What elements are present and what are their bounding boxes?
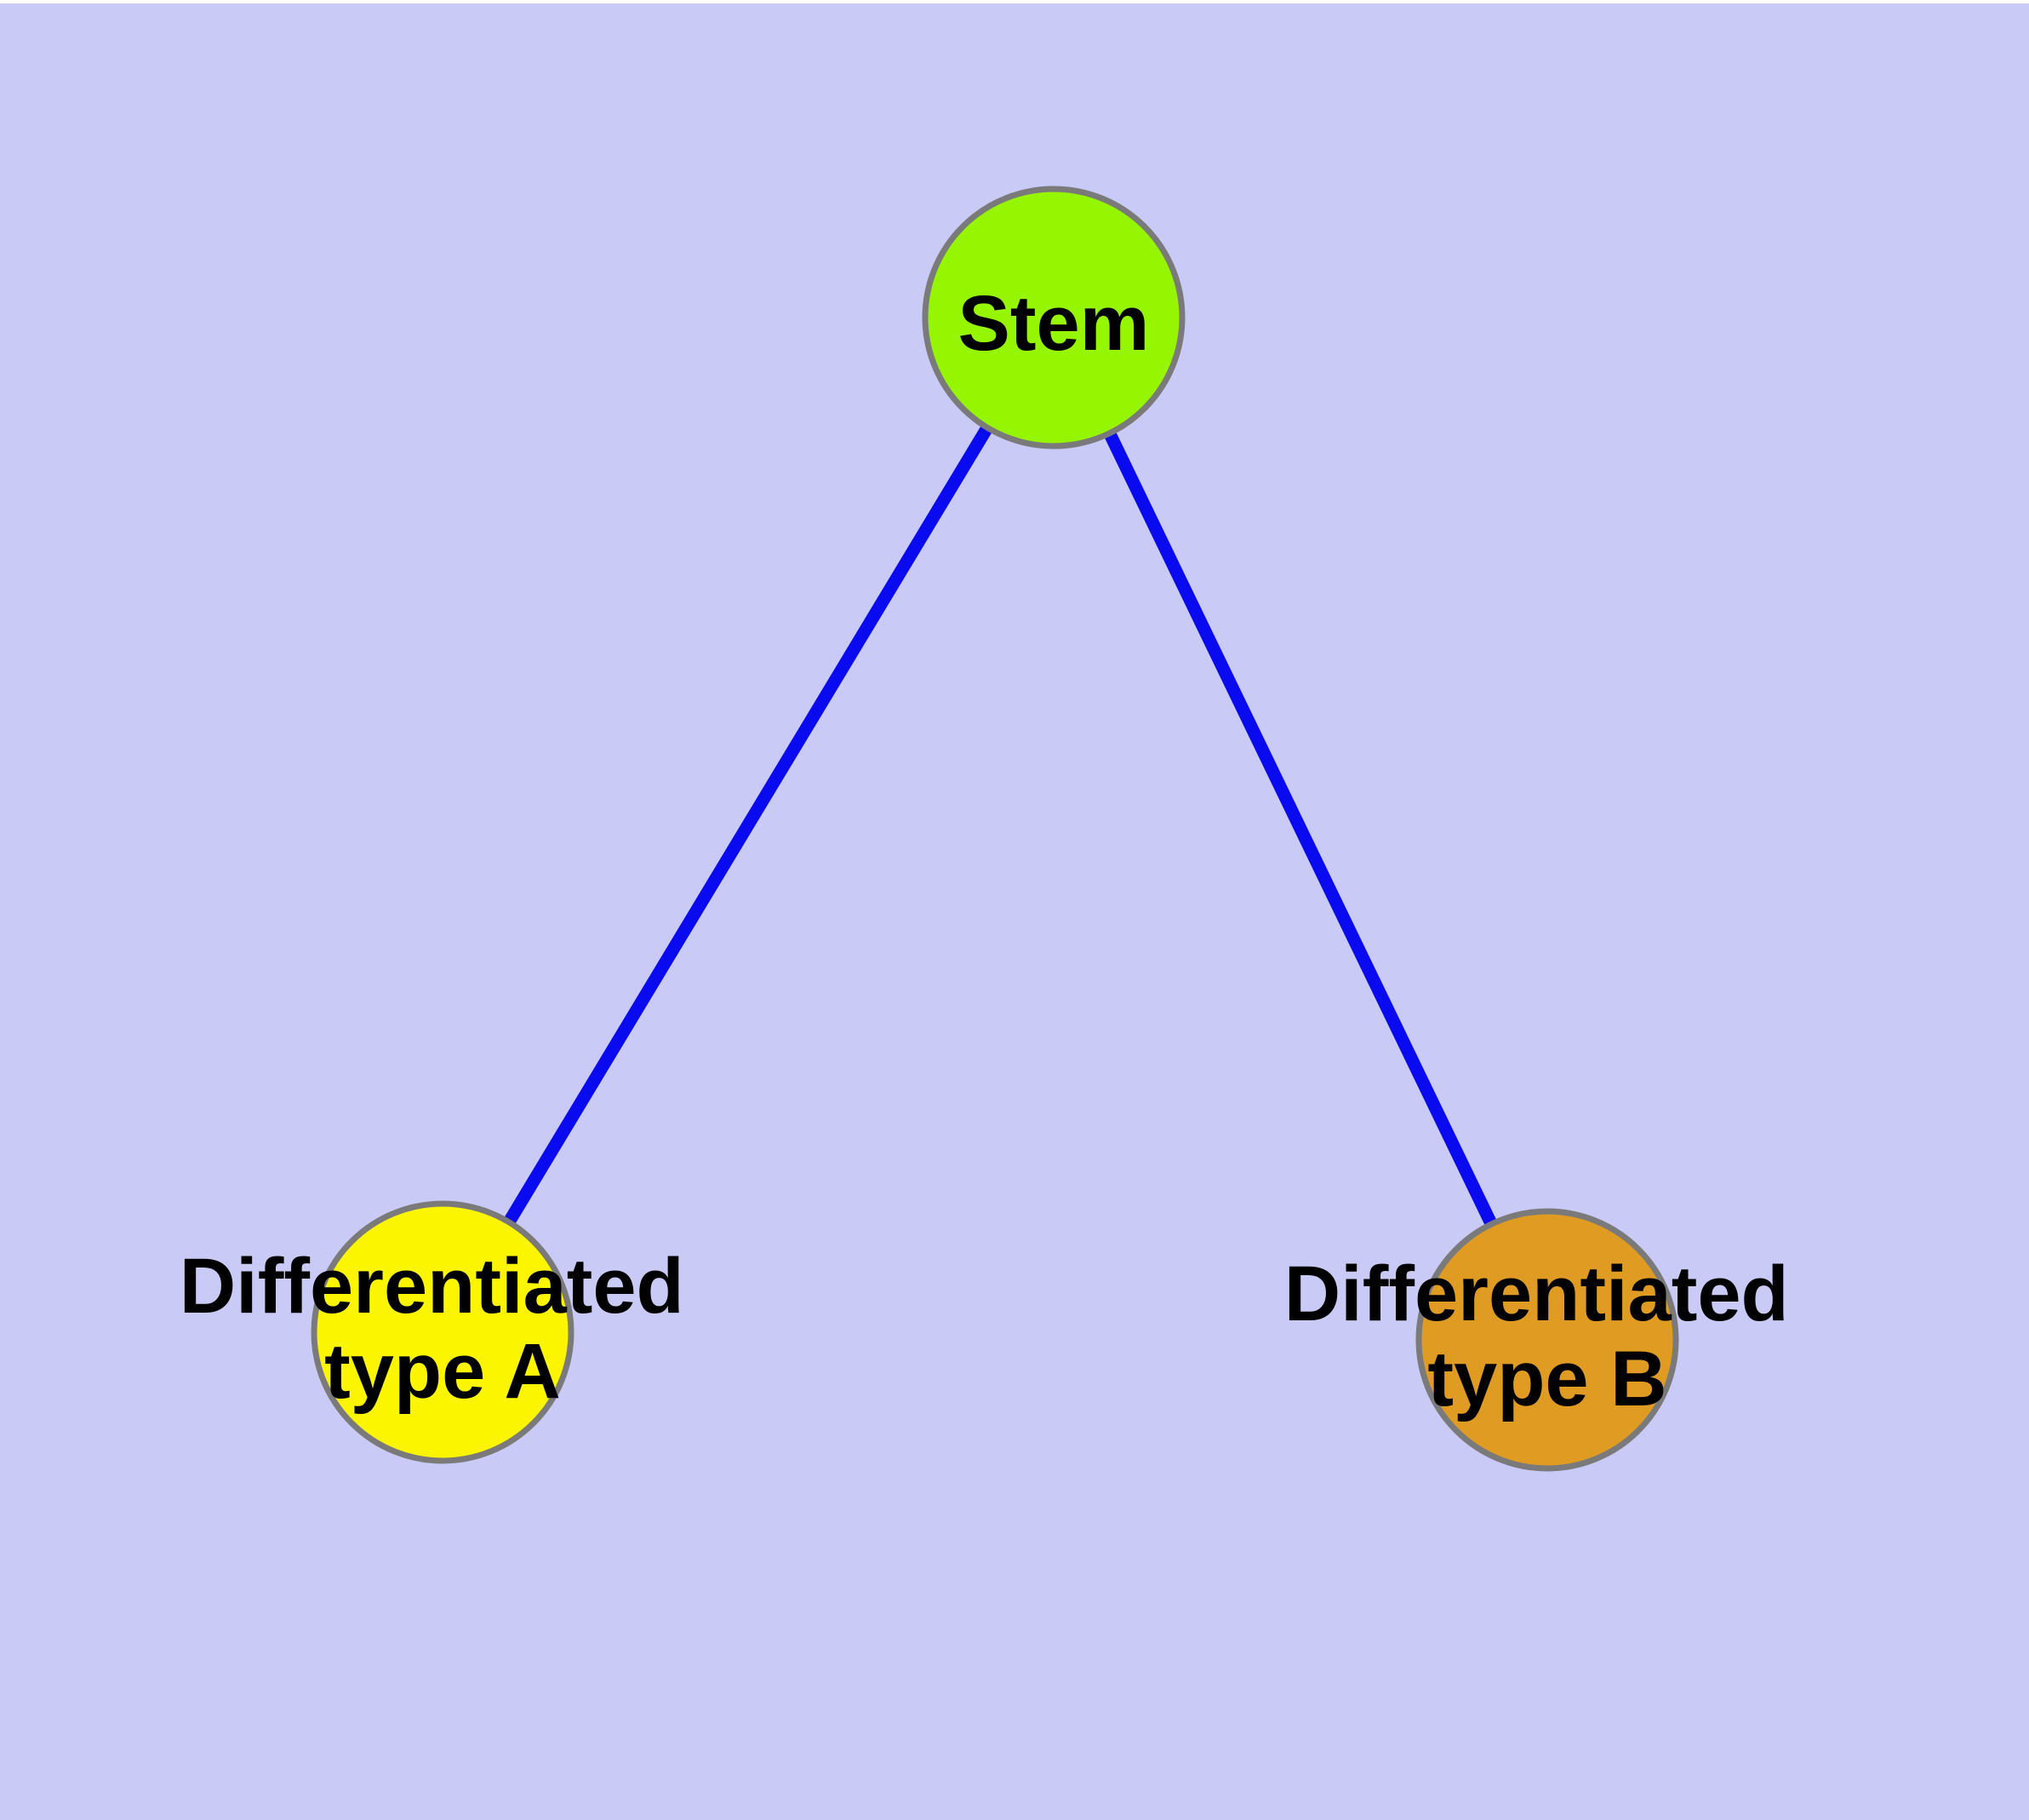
node-type-b-label-line-1: Differentiated (1284, 1251, 1789, 1337)
node-type-a-label: Differentiated type A (180, 1243, 706, 1415)
edge-stem-to-type-a (437, 314, 1060, 1336)
node-stem-label-line-1: Stem (958, 280, 1150, 367)
node-stem-circle (922, 186, 1186, 449)
node-type-b-label: Differentiated type B (1284, 1251, 1811, 1422)
node-type-a-label-line-2: type A (324, 1328, 561, 1415)
node-type-b-label-line-2: type B (1427, 1336, 1666, 1422)
node-type-a-label-line-1: Differentiated (180, 1243, 684, 1330)
edge-stem-to-type-b (1048, 314, 1553, 1343)
node-stem-label: Stem (958, 280, 1150, 367)
node-type-b-circle (1415, 1208, 1679, 1472)
node-type-a-circle (311, 1200, 574, 1464)
